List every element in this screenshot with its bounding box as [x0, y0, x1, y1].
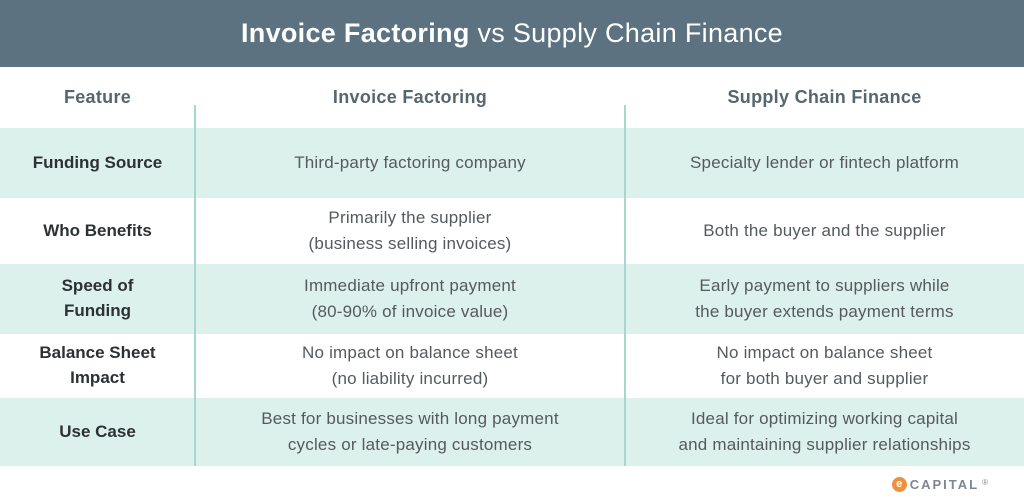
invoice-factoring-cell: No impact on balance sheet (no liability… — [302, 342, 518, 388]
title-banner: Invoice Factoring vs Supply Chain Financ… — [0, 0, 1024, 67]
table-row: Use Case Best for businesses with long p… — [0, 398, 1024, 466]
supply-chain-finance-cell: Early payment to suppliers while the buy… — [695, 275, 954, 321]
feature-cell: Who Benefits — [43, 220, 152, 240]
supply-chain-finance-cell: Both the buyer and the supplier — [703, 220, 946, 240]
feature-cell: Use Case — [59, 421, 136, 441]
table-row: Balance Sheet Impact No impact on balanc… — [0, 334, 1024, 398]
page-title-rest: vs Supply Chain Finance — [469, 18, 784, 48]
trademark-mark: ® — [982, 477, 988, 487]
footer: e CAPITAL ® — [0, 466, 1024, 502]
comparison-table: Feature Invoice Factoring Supply Chain F… — [0, 67, 1024, 466]
invoice-factoring-cell: Best for businesses with long payment cy… — [261, 408, 559, 454]
supply-chain-finance-cell: No impact on balance sheet for both buye… — [716, 342, 933, 388]
feature-cell: Speed of Funding — [61, 276, 134, 320]
page-title-bold: Invoice Factoring — [240, 18, 470, 48]
supply-chain-finance-cell: Specialty lender or fintech platform — [690, 152, 959, 172]
column-divider — [194, 105, 196, 466]
column-header-feature: Feature — [63, 87, 132, 107]
table-row: Who Benefits Primarily the supplier (bus… — [0, 198, 1024, 264]
column-header-invoice-factoring: Invoice Factoring — [332, 87, 488, 107]
ecapital-logo: e CAPITAL ® — [891, 476, 988, 492]
ecapital-logo-text: CAPITAL — [909, 476, 980, 492]
ecapital-e-icon: e — [891, 476, 907, 492]
column-header-supply-chain-finance: Supply Chain Finance — [727, 87, 922, 107]
table-row: Funding Source Third-party factoring com… — [0, 128, 1024, 198]
table-row: Speed of Funding Immediate upfront payme… — [0, 264, 1024, 334]
column-divider — [624, 105, 626, 466]
invoice-factoring-cell: Third-party factoring company — [294, 152, 526, 172]
invoice-factoring-cell: Primarily the supplier (business selling… — [308, 207, 512, 253]
supply-chain-finance-cell: Ideal for optimizing working capital and… — [678, 408, 971, 454]
invoice-factoring-cell: Immediate upfront payment (80-90% of inv… — [304, 275, 516, 321]
feature-cell: Funding Source — [32, 152, 163, 172]
page-title: Invoice Factoring vs Supply Chain Financ… — [241, 18, 783, 49]
table-header-row: Feature Invoice Factoring Supply Chain F… — [0, 67, 1024, 128]
feature-cell: Balance Sheet Impact — [39, 343, 156, 387]
